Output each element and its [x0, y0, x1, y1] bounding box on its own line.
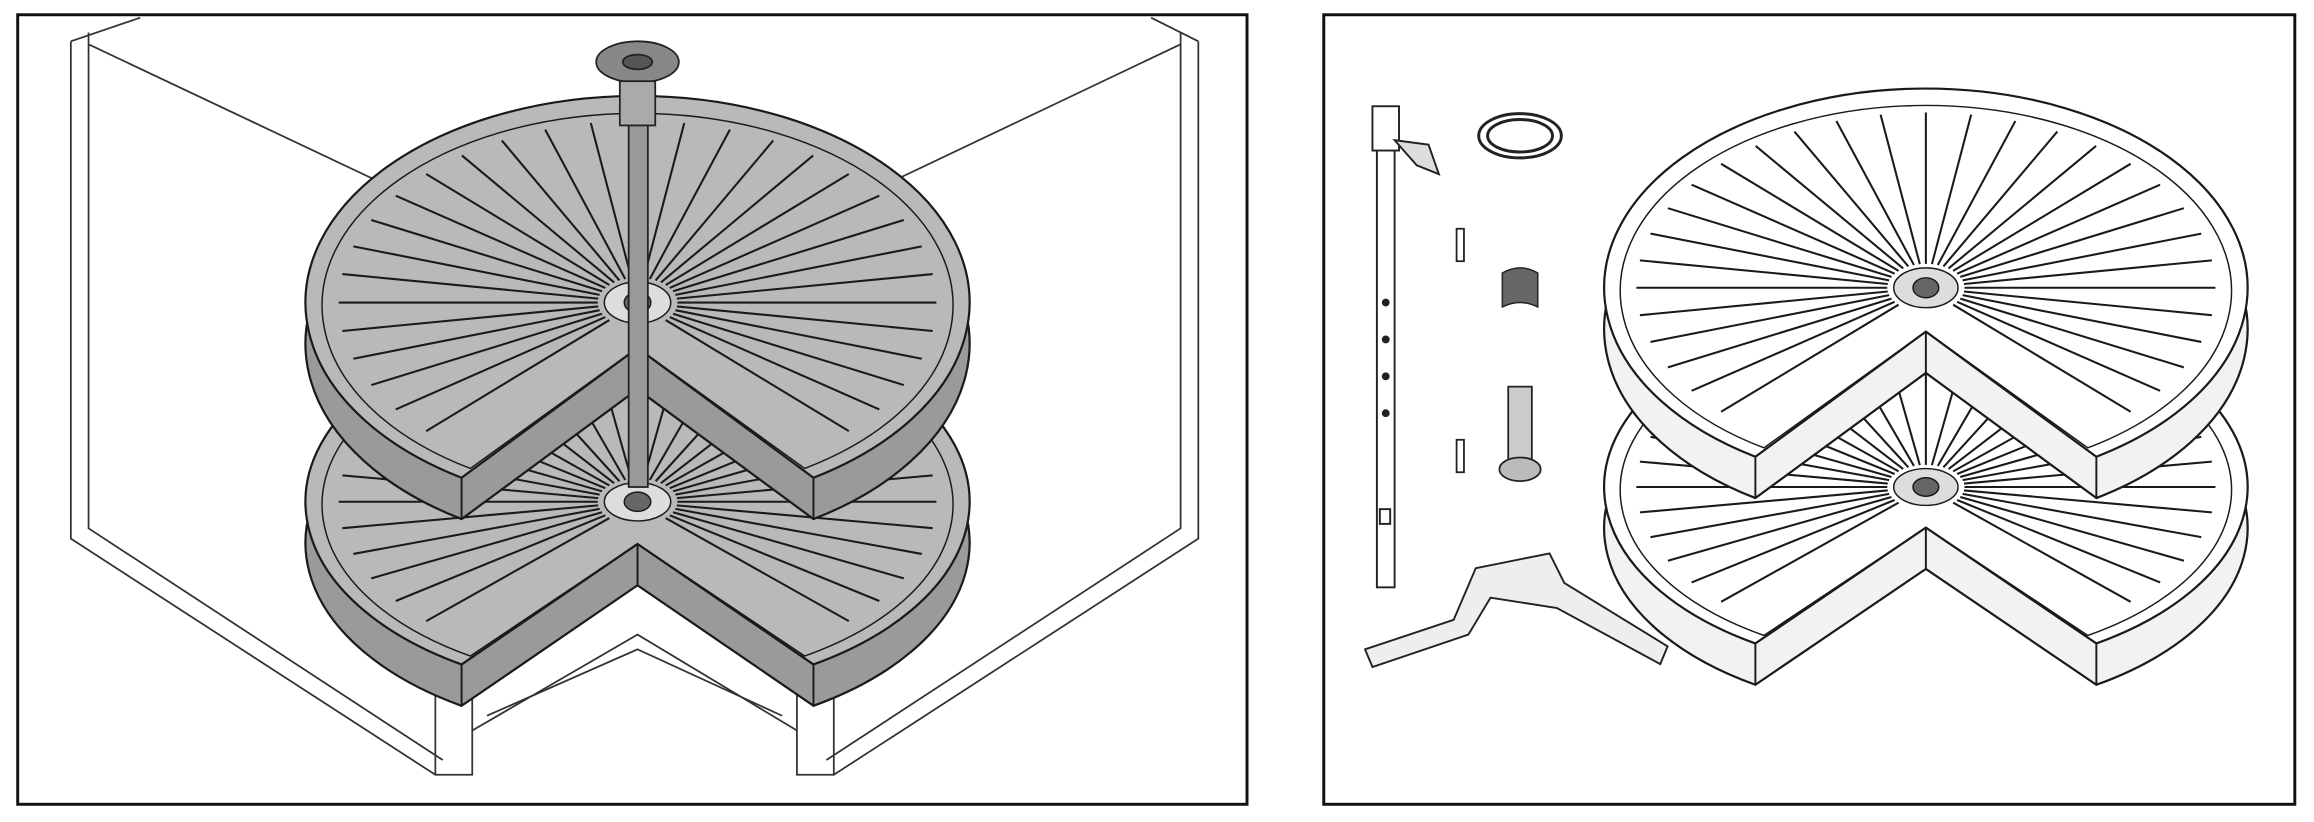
tray-spoke: [1720, 501, 1900, 603]
tray-spoke: [544, 129, 627, 280]
tray-hub-center: [1912, 277, 1940, 299]
tray-spoke: [1959, 207, 2185, 278]
tray-spoke: [1959, 297, 2185, 369]
tray-spoke: [669, 514, 880, 602]
tray-hub-center: [1912, 477, 1940, 497]
tray-spoke: [342, 273, 599, 300]
tray-spoke: [1691, 183, 1896, 275]
tray-spoke: [395, 316, 606, 411]
support-pole: [1371, 105, 1441, 589]
tray-spoke: [669, 316, 880, 411]
tray-spoke: [642, 122, 686, 279]
tray-spoke: [648, 129, 731, 280]
tray-spoke: [1639, 489, 1888, 514]
tray-spoke: [1942, 130, 2059, 268]
tray-spoke: [425, 517, 610, 623]
clip: [1501, 267, 1539, 309]
tray-spoke: [1720, 303, 1900, 413]
installed-view-panel: [16, 13, 1249, 806]
tray-spoke: [1667, 496, 1892, 562]
tray-spoke: [1793, 130, 1910, 268]
tray-spoke: [353, 507, 600, 555]
tray-spoke: [1952, 303, 2132, 413]
tray-hub-center: [623, 491, 652, 513]
tray-spoke: [1650, 294, 1890, 343]
tray-spoke: [1879, 114, 1921, 265]
tray-spoke: [665, 173, 850, 286]
tray-spoke: [676, 305, 933, 333]
tray-spoke: [342, 305, 599, 333]
tray-spoke: [501, 139, 621, 282]
tray-spoke: [370, 219, 603, 293]
parts-lazy-susan-trays: [1603, 87, 2249, 686]
tray-spoke: [1720, 162, 1900, 272]
lazy-susan-tray: [1603, 87, 2249, 500]
tray-spoke: [370, 312, 603, 387]
tray-spoke: [1956, 300, 2161, 392]
parts-view-panel: [1322, 13, 2297, 806]
bearing-hub: [1498, 385, 1542, 482]
tray-spoke: [1952, 162, 2132, 272]
floor-bracket: [1363, 552, 1669, 669]
tray-spoke: [1650, 232, 1890, 282]
tray-spoke: [342, 504, 599, 530]
tray-spoke: [1667, 207, 1892, 278]
mount-ring: [1477, 112, 1563, 160]
tray-spoke: [1930, 114, 1973, 265]
tray-spoke: [669, 194, 880, 289]
tray-spoke: [1962, 232, 2202, 282]
tray-spoke: [675, 245, 922, 296]
tray-spoke: [665, 319, 850, 432]
tray-spoke: [395, 514, 606, 602]
tray-spoke: [395, 194, 606, 289]
tray-spoke: [660, 154, 814, 284]
center-pole: [595, 40, 680, 488]
tray-spoke: [1639, 290, 1888, 317]
tray-spoke: [654, 139, 774, 282]
tray-spoke: [676, 273, 933, 300]
tray-spoke: [1650, 492, 1890, 539]
pins: [1455, 227, 1465, 474]
tray-spoke: [1962, 492, 2202, 539]
tray-spoke: [1959, 496, 2185, 562]
tray-spoke: [1956, 499, 2161, 584]
tray-spoke: [1691, 300, 1896, 392]
tray-spoke: [1963, 489, 2212, 514]
tray-spoke: [1835, 120, 1915, 266]
tray-spoke: [353, 245, 600, 296]
tray-spoke: [672, 511, 905, 580]
tray-spoke: [1952, 501, 2132, 603]
tray-spoke: [589, 122, 633, 279]
tray-spoke: [1667, 297, 1892, 369]
tray-rim: [1619, 104, 2233, 449]
tray-spoke: [1691, 499, 1896, 584]
tray-spoke: [1962, 294, 2202, 343]
tray-spoke: [1947, 145, 2097, 270]
tray-spoke: [676, 504, 933, 530]
tray-spoke: [353, 309, 600, 360]
tray-spoke: [1963, 290, 2212, 317]
tray-spoke: [1936, 120, 2017, 266]
tray-spoke: [1956, 183, 2161, 275]
tray-spoke: [675, 309, 922, 360]
tray-spoke: [1963, 259, 2212, 286]
tray-spoke: [672, 312, 905, 387]
tray-spoke: [672, 219, 905, 293]
tray-spoke: [461, 154, 615, 284]
tray-spoke: [370, 511, 603, 580]
tray-spoke: [425, 173, 610, 286]
tray-spoke: [665, 517, 850, 623]
tray-spoke: [425, 319, 610, 432]
tray-spoke: [1755, 145, 1904, 270]
tray-spoke: [675, 507, 922, 555]
tray-spoke: [1639, 259, 1888, 286]
